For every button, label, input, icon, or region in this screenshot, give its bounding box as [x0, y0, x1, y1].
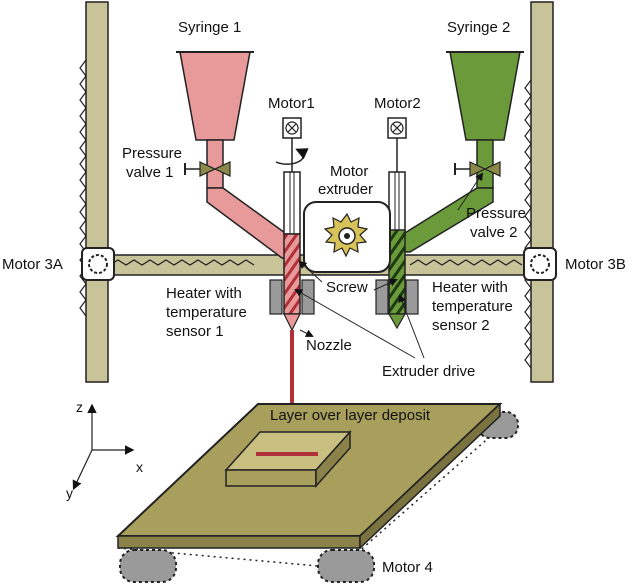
label-heater-1-line3: sensor 1 — [166, 323, 224, 340]
label-motor-3b: Motor 3B — [565, 256, 626, 273]
heater-2-left — [375, 279, 389, 315]
leader-lines — [294, 172, 484, 359]
label-pressure-valve-1-line2: valve 1 — [126, 164, 174, 181]
pressure-valve-1-icon — [184, 161, 231, 177]
motor-3b-gear-icon — [523, 247, 557, 281]
motor-extruder-gear-icon — [303, 201, 391, 273]
label-layer-deposit: Layer over layer deposit — [270, 407, 431, 424]
coordinate-axes — [72, 403, 135, 491]
label-heater-2-line3: sensor 2 — [432, 317, 490, 334]
syringe-1 — [176, 51, 293, 259]
extruder-barrel-1 — [283, 171, 301, 332]
label-motor-extruder-line2: extruder — [318, 181, 373, 198]
label-motor-2: Motor2 — [374, 95, 421, 112]
heater-1-left — [269, 279, 283, 315]
right-frame-post — [524, 1, 554, 383]
label-pressure-valve-2-line2: valve 2 — [470, 224, 518, 241]
label-axis-z: z — [76, 399, 83, 415]
motor-3a-gear-icon — [81, 247, 115, 281]
label-screw: Screw — [326, 279, 368, 296]
extruder-barrel-2 — [387, 171, 407, 330]
syringe-2 — [399, 51, 524, 253]
label-heater-1-line2: temperature — [166, 304, 247, 321]
label-motor-1: Motor1 — [268, 95, 315, 112]
label-motor-3a: Motor 3A — [2, 256, 63, 273]
label-heater-1-line1: Heater with — [166, 285, 242, 302]
label-syringe-1: Syringe 1 — [178, 19, 241, 36]
label-motor-4: Motor 4 — [382, 559, 433, 576]
heater-2-right — [405, 279, 419, 315]
motor-2-icon — [387, 117, 407, 172]
label-pressure-valve-1-line1: Pressure — [122, 145, 182, 162]
label-heater-2-line1: Heater with — [432, 279, 508, 296]
label-motor-extruder-line1: Motor — [330, 163, 368, 180]
printed-object — [224, 430, 352, 488]
label-axis-y: y — [66, 485, 73, 501]
label-extruder-drive: Extruder drive — [382, 363, 475, 380]
label-axis-x: x — [136, 459, 143, 475]
label-syringe-2: Syringe 2 — [447, 19, 510, 36]
label-nozzle: Nozzle — [306, 337, 352, 354]
label-pressure-valve-2-line1: Pressure — [466, 205, 526, 222]
motor-1-icon — [275, 117, 309, 172]
left-frame-post — [79, 1, 109, 383]
label-heater-2-line2: temperature — [432, 298, 513, 315]
